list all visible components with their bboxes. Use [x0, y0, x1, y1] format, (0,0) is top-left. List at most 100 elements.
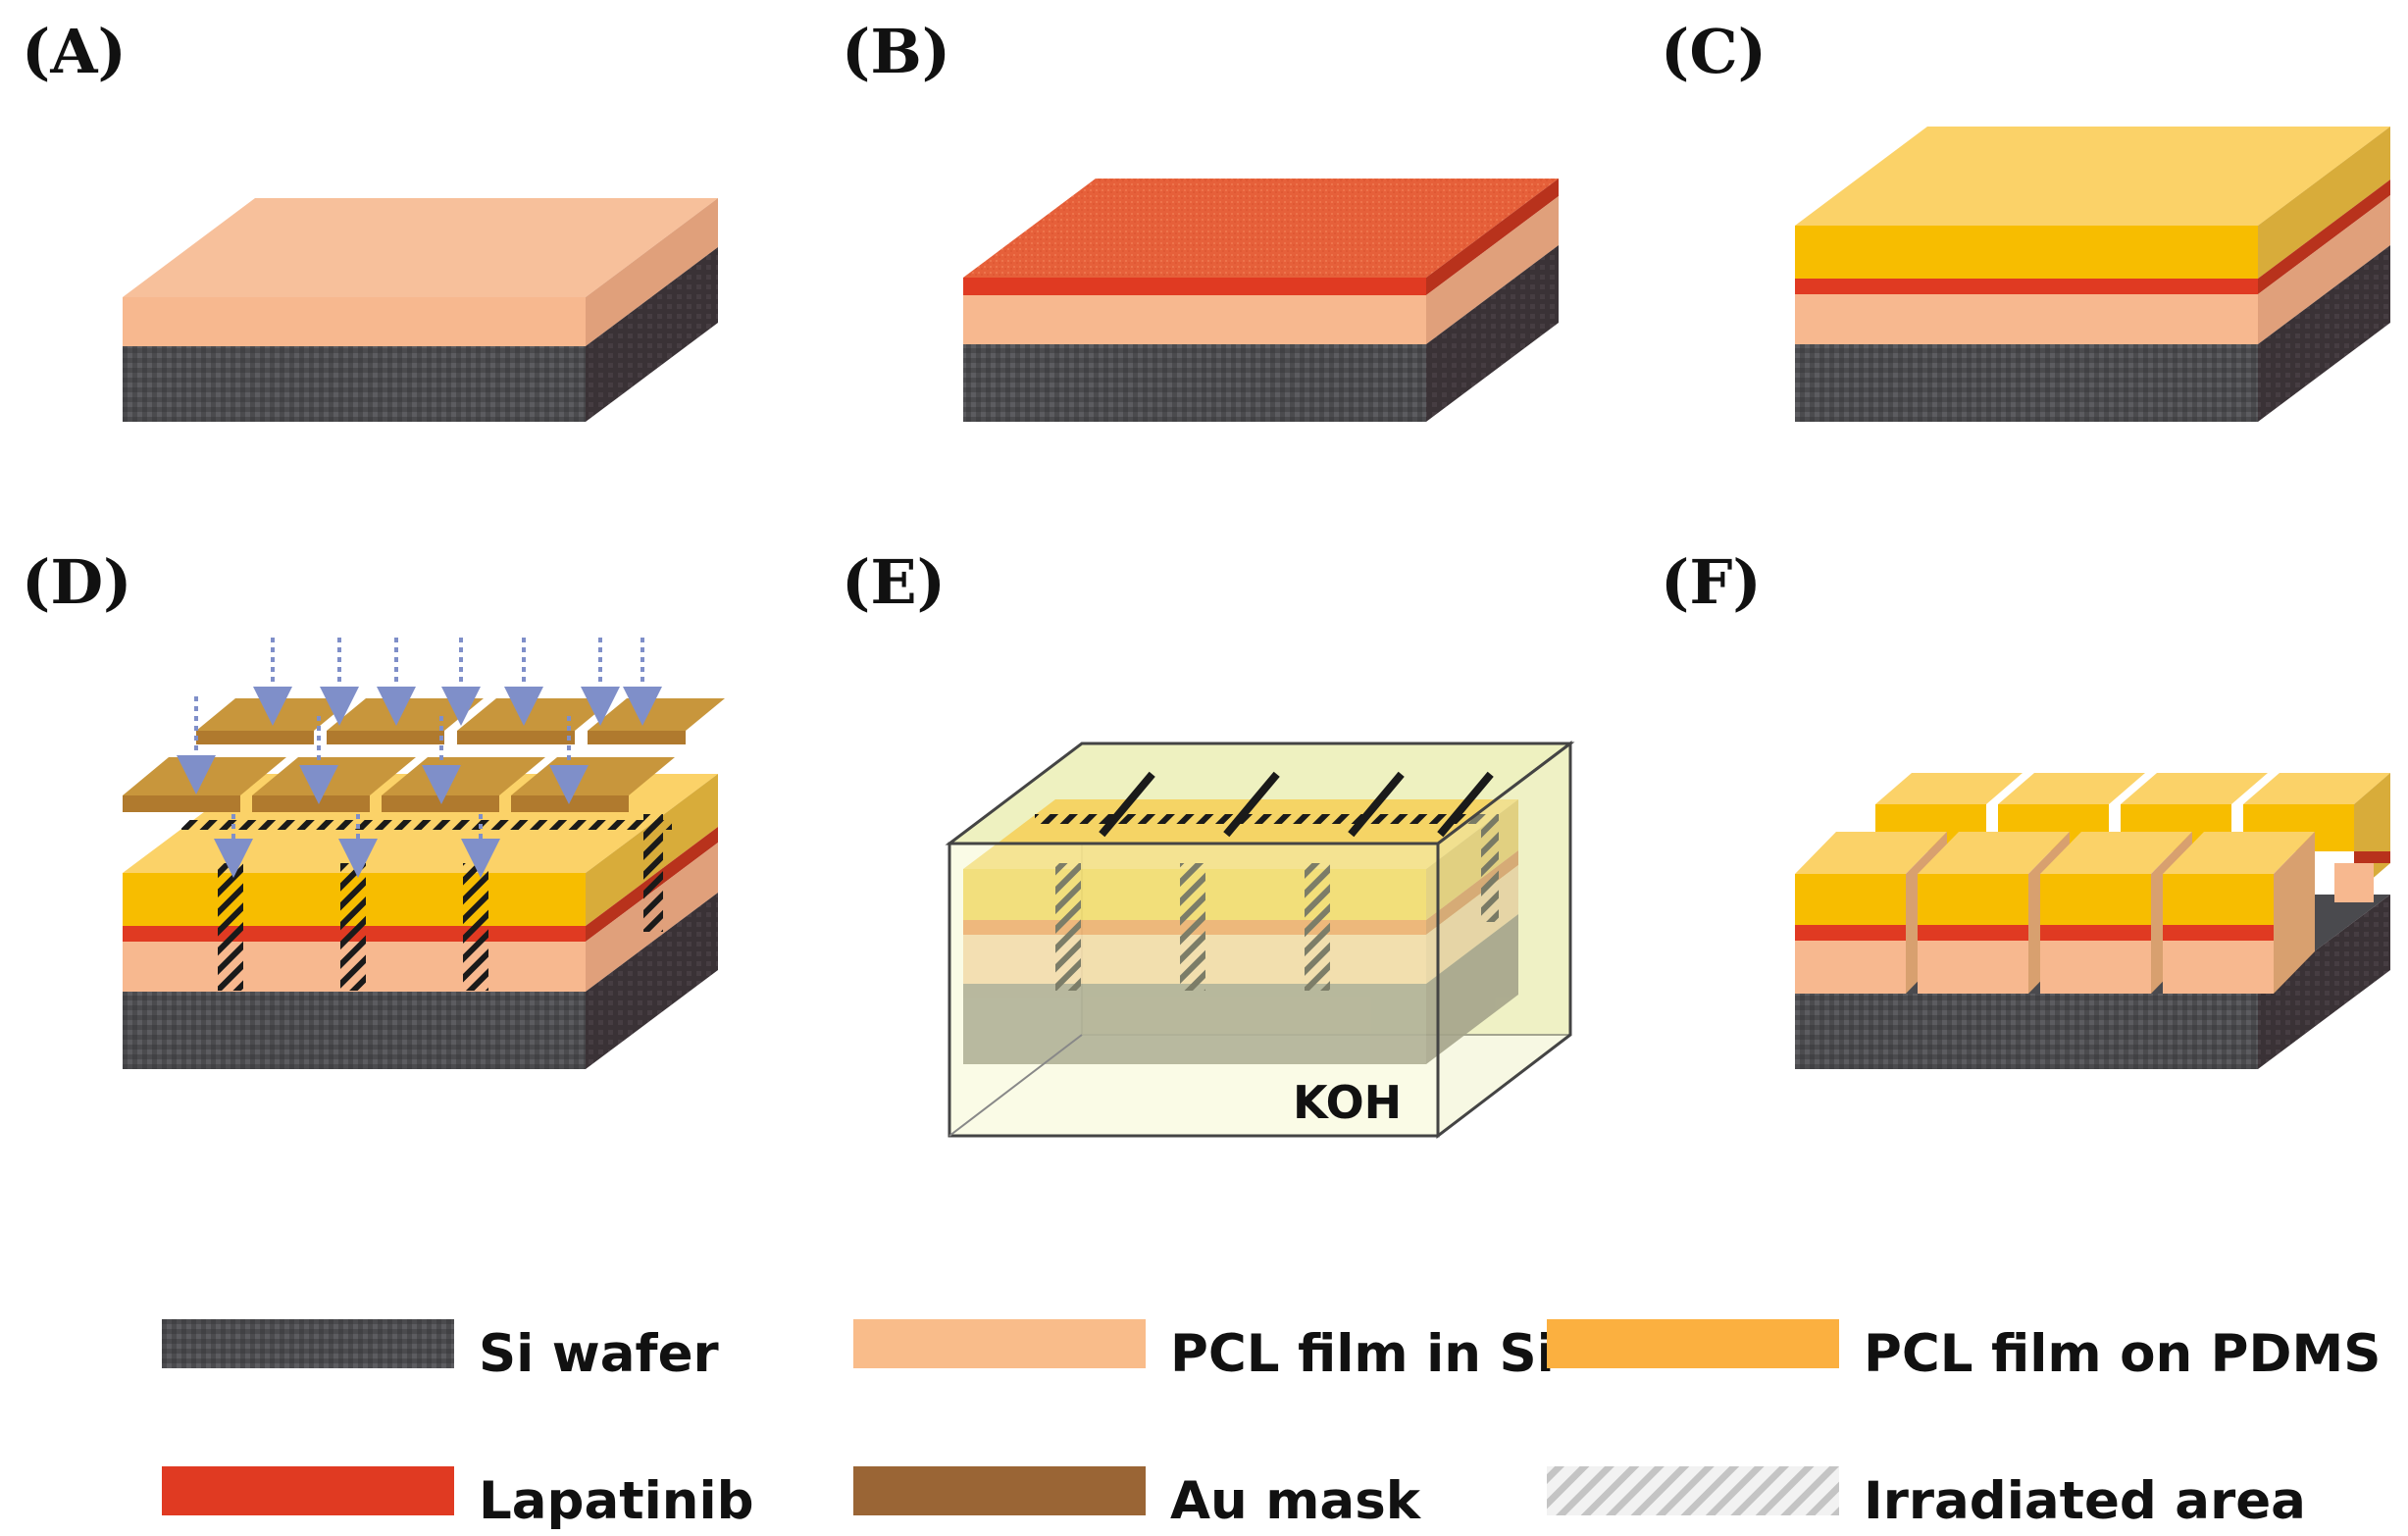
si-side-face [1426, 245, 1559, 422]
au-mask-tile-edge [511, 795, 629, 812]
pillar-front-pcl [2040, 941, 2151, 994]
lapatinib-side-face [2258, 179, 2390, 294]
legend-item-si-wafer: Si wafer [162, 1319, 719, 1384]
si-side-face [1426, 914, 1518, 1064]
uv-arrows [177, 638, 662, 878]
legend-label-si-wafer: Si wafer [479, 1324, 719, 1384]
au-mask-tile-edge [457, 731, 575, 744]
panel-f-label: (F) [1661, 546, 1762, 618]
pcl-side-face [1426, 196, 1559, 344]
au-mask-back-row [196, 698, 725, 744]
pillar-top [1875, 773, 2023, 804]
au-mask-front-row [123, 757, 675, 812]
irradiated-diag-1 [1099, 771, 1155, 838]
au-mask-tile [457, 698, 614, 731]
pcl-top-face [123, 198, 718, 297]
legend-label-lapatinib: Lapatinib [479, 1471, 754, 1531]
pillar-top [1918, 832, 2070, 874]
legend-item-pcl-on-pdms: PCL film on PDMS [1547, 1319, 2381, 1384]
pcl-front-face [123, 297, 586, 346]
au-mask-tile-edge [327, 731, 444, 744]
bath-back-edge [948, 1034, 1083, 1137]
panel-b-label: (B) [842, 16, 950, 87]
panel-d-label: (D) [22, 546, 131, 618]
pillar-top [1795, 832, 1947, 874]
pillar-top [2040, 832, 2192, 874]
panel-c: (C) [1661, 16, 2390, 422]
legend-swatch-si-wafer [162, 1319, 454, 1368]
si-front-face [123, 346, 586, 422]
pillar-front-pdms [1795, 874, 1906, 925]
pillar-front-pcl [1795, 941, 1906, 994]
irradiated-stripe-top [1035, 814, 1486, 824]
si-front-face [963, 344, 1426, 422]
pcl-front-face [1795, 294, 2258, 344]
irradiated-stripes [181, 814, 672, 991]
irradiated-stripe-1 [218, 863, 243, 991]
pillar-side [2274, 832, 2315, 994]
si-side-face [586, 247, 718, 422]
pdms-side-face [2258, 127, 2390, 279]
pcl-front-face [963, 295, 1426, 344]
si-side-face [2258, 245, 2390, 422]
koh-label: KOH [1293, 1076, 1402, 1129]
panel-e-label: (E) [842, 546, 946, 618]
legend-swatch-pcl-on-pdms [1547, 1319, 1839, 1368]
pdms-front-face [1795, 226, 2258, 279]
pillar-front-lapatinib [1795, 925, 1906, 941]
pillar-side-lapatinib [2354, 851, 2390, 863]
au-mask-tile-edge [382, 795, 499, 812]
irradiated-diag-3 [1348, 771, 1405, 838]
pdms-top-face [1795, 127, 2390, 226]
panel-d-stack [123, 774, 718, 1069]
irradiated-stripe-2 [340, 863, 366, 991]
lapatinib-side-face [1426, 179, 1559, 295]
legend-item-irradiated-area: Irradiated area [1547, 1466, 2306, 1531]
si-front-face [123, 992, 586, 1069]
legend-swatch-lapatinib [162, 1466, 454, 1515]
pillar-top [2163, 832, 2315, 874]
au-mask-tile [588, 698, 725, 731]
legend-label-irradiated-area: Irradiated area [1864, 1471, 2306, 1531]
pillar-top [2243, 773, 2390, 804]
au-mask-tile-edge [196, 731, 314, 744]
legend-swatch-pcl-in-si [853, 1319, 1146, 1368]
irradiated-stripe-1 [1055, 863, 1081, 991]
legend-label-au-mask: Au mask [1170, 1471, 1422, 1531]
pillar-side-pcl [2334, 863, 2374, 902]
panel-b: (B) [842, 16, 1559, 422]
legend-item-lapatinib: Lapatinib [162, 1466, 754, 1531]
pillar-front-lapatinib [1918, 925, 2028, 941]
pcl-side-face [586, 198, 718, 346]
panel-f: (F) [1661, 546, 2390, 1069]
panel-a: (A) [22, 16, 718, 422]
bath-side-face [1436, 740, 1572, 1140]
irradiated-diag-4 [1437, 771, 1494, 838]
si-front-face [1795, 994, 2258, 1069]
pillar-front-pdms [2163, 874, 2274, 925]
panel-b-stack [963, 179, 1559, 422]
pillar-front-pcl [2163, 941, 2274, 994]
legend-label-pcl-in-si: PCL film in Si [1170, 1324, 1555, 1384]
irradiated-stripe-top [181, 820, 672, 830]
lapatinib-top-face [963, 179, 1559, 278]
panel-a-label: (A) [22, 16, 127, 87]
au-mask-tile [327, 698, 484, 731]
panel-c-label: (C) [1661, 16, 1767, 87]
panel-d: (D) [22, 546, 725, 1069]
legend-item-pcl-in-si: PCL film in Si [853, 1319, 1555, 1384]
irradiated-stripes [1035, 771, 1499, 991]
si-side-face [2258, 895, 2390, 1069]
panel-f-stack [1795, 773, 2390, 1069]
irradiated-stripe-side [643, 814, 663, 932]
si-front-face [963, 984, 1426, 1064]
panel-c-stack [1795, 127, 2390, 422]
au-mask-tile-edge [252, 795, 370, 812]
pillar [2163, 832, 2315, 994]
au-mask-tile [196, 698, 353, 731]
legend-label-pcl-on-pdms: PCL film on PDMS [1864, 1324, 2381, 1384]
au-mask-tile-edge [588, 731, 686, 744]
legend: Si wafer PCL film in Si PCL film on PDMS… [162, 1319, 2381, 1531]
panel-a-stack [123, 198, 718, 422]
